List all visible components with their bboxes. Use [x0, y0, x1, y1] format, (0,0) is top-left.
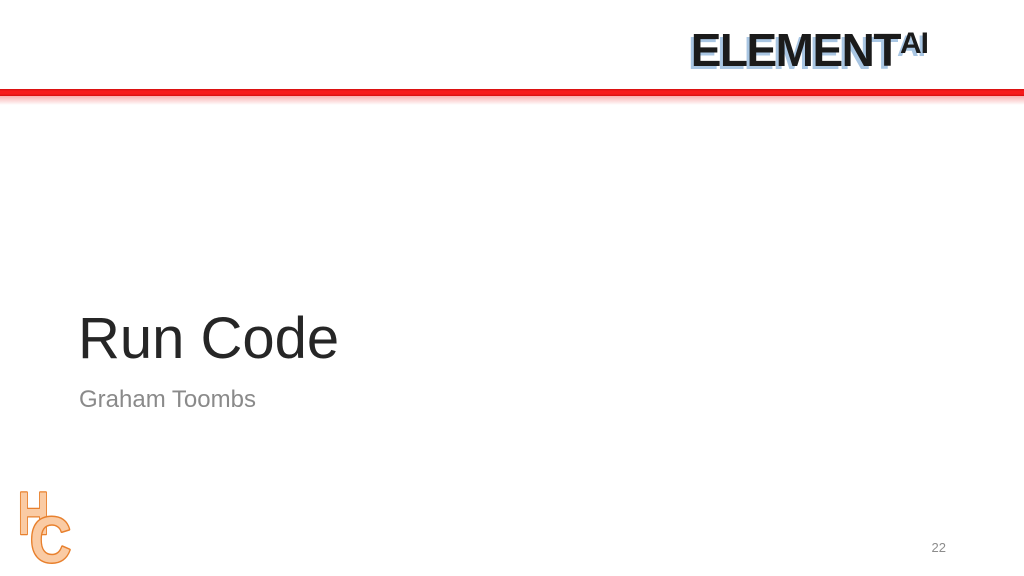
slide-title: Run Code [78, 306, 340, 371]
header-divider-glow [0, 96, 1024, 105]
brand-name: ELEMENT [690, 24, 902, 76]
brand-superscript: AI [900, 27, 929, 60]
hc-logo-letter-c: C [30, 504, 71, 568]
header-divider-line [0, 89, 1024, 96]
hc-logo-letter-h: H [18, 484, 49, 547]
hc-logo: H C [17, 484, 73, 568]
page-number: 22 [931, 540, 946, 555]
slide-subtitle: Graham Toombs [79, 386, 256, 413]
brand-logo: ELEMENTAI [690, 24, 929, 76]
